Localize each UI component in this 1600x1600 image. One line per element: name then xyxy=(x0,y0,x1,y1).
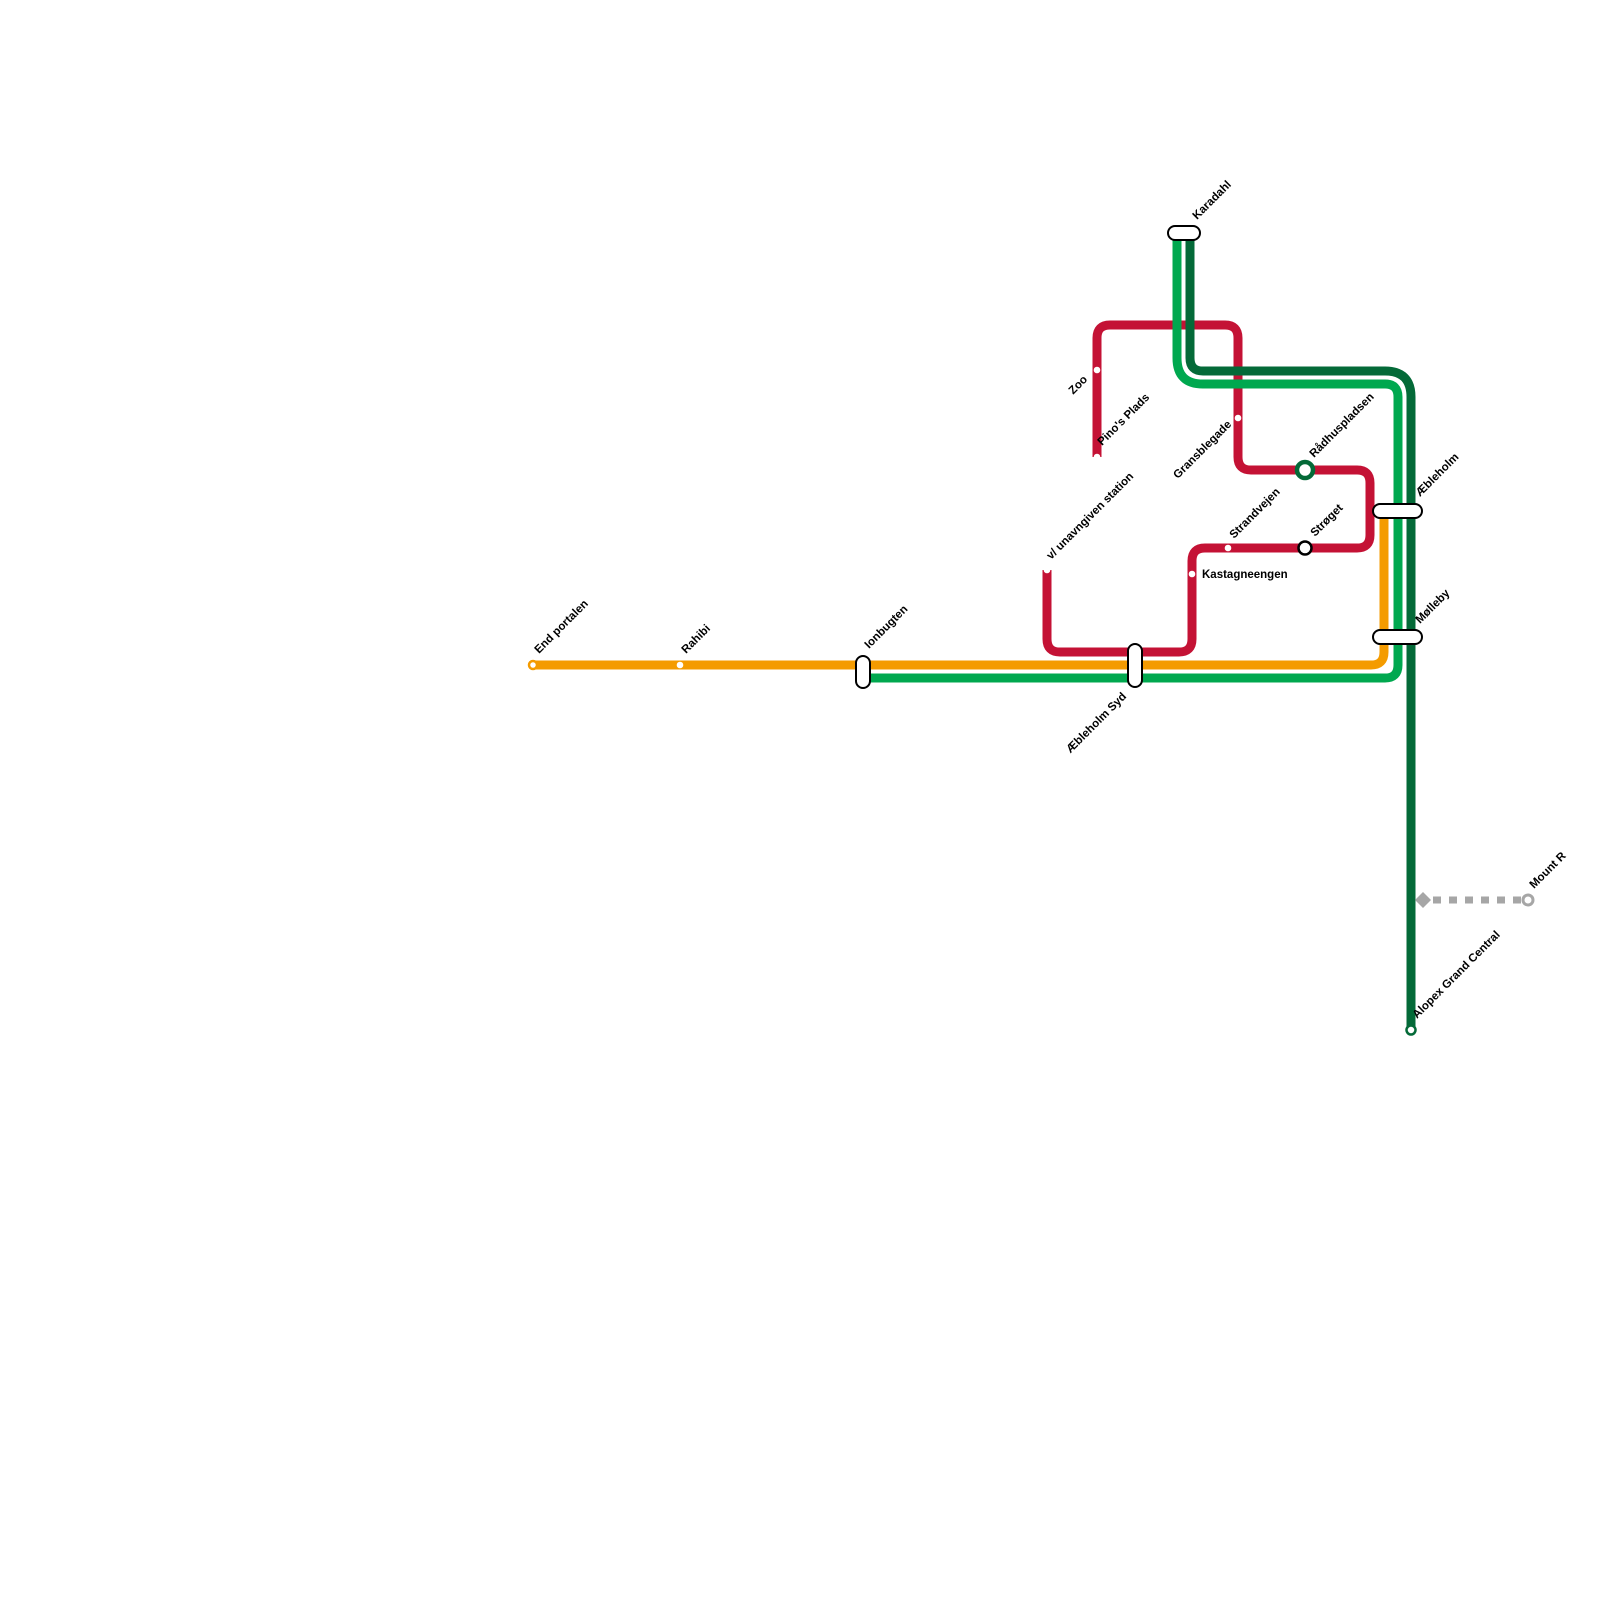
red-line-path xyxy=(1042,320,1375,657)
station-marker-rahibi xyxy=(676,661,684,669)
station-marker-kastagneengen xyxy=(1188,570,1196,578)
station-marker-zoo xyxy=(1093,366,1101,374)
station-marker-v-unavngiven-station xyxy=(1043,566,1051,574)
station-marker-karadahl xyxy=(1167,225,1201,241)
station-label-mount-r: Mount R xyxy=(1528,850,1569,891)
green-line-path xyxy=(863,233,1403,683)
station-marker-ionbugten xyxy=(855,655,871,689)
connector-dashed-line-diamond-icon xyxy=(1415,892,1431,908)
station-label-strandvejen: Strandvejen xyxy=(1228,486,1283,541)
station-label-end-portalen: End portalen xyxy=(533,598,591,656)
station-marker-gransblegade xyxy=(1234,414,1242,422)
station-marker-aebleholm xyxy=(1372,503,1423,519)
station-label-radhuspladsen: Rådhuspladsen xyxy=(1308,391,1377,460)
station-label-rahibi: Rahibi xyxy=(680,623,713,656)
orange-line-path xyxy=(533,511,1389,670)
station-marker-strandvejen xyxy=(1224,544,1232,552)
station-label-molleby: Mølleby xyxy=(1414,587,1453,626)
station-label-kastagneengen: Kastagneengen xyxy=(1202,569,1288,581)
station-label-alopex-grand-central: Alopex Grand Central xyxy=(1411,929,1503,1021)
station-label-stroget: Strøget xyxy=(1309,502,1346,539)
station-marker-radhuspladsen xyxy=(1294,459,1316,481)
station-label-aebleholm: Æbleholm xyxy=(1414,451,1462,499)
lines-layer xyxy=(533,233,1521,1030)
station-marker-aebleholm-syd xyxy=(1127,643,1143,688)
station-label-karadahl: Karadahl xyxy=(1191,179,1234,222)
station-marker-mount-r xyxy=(1521,893,1535,907)
station-marker-end-portalen xyxy=(527,659,539,671)
station-marker-molleby xyxy=(1372,629,1423,645)
dark-green-line-path xyxy=(1185,233,1416,1030)
station-label-aebleholm-syd: Æbleholm Syd xyxy=(1064,691,1129,756)
station-label-pinos-plads: Pino's Plads xyxy=(1096,392,1153,449)
station-label-gransblegade: Gransblegade xyxy=(1171,419,1234,482)
stations-layer xyxy=(527,225,1535,1036)
station-marker-alopex-grand-central xyxy=(1405,1024,1417,1036)
station-label-zoo: Zoo xyxy=(1067,374,1090,397)
station-label-ionbugten: Ionbugten xyxy=(863,603,911,651)
station-marker-pinos-plads xyxy=(1093,453,1101,461)
station-marker-stroget xyxy=(1297,540,1313,556)
station-label-v-unavngiven-station: v/ unavngiven station xyxy=(1045,470,1137,562)
